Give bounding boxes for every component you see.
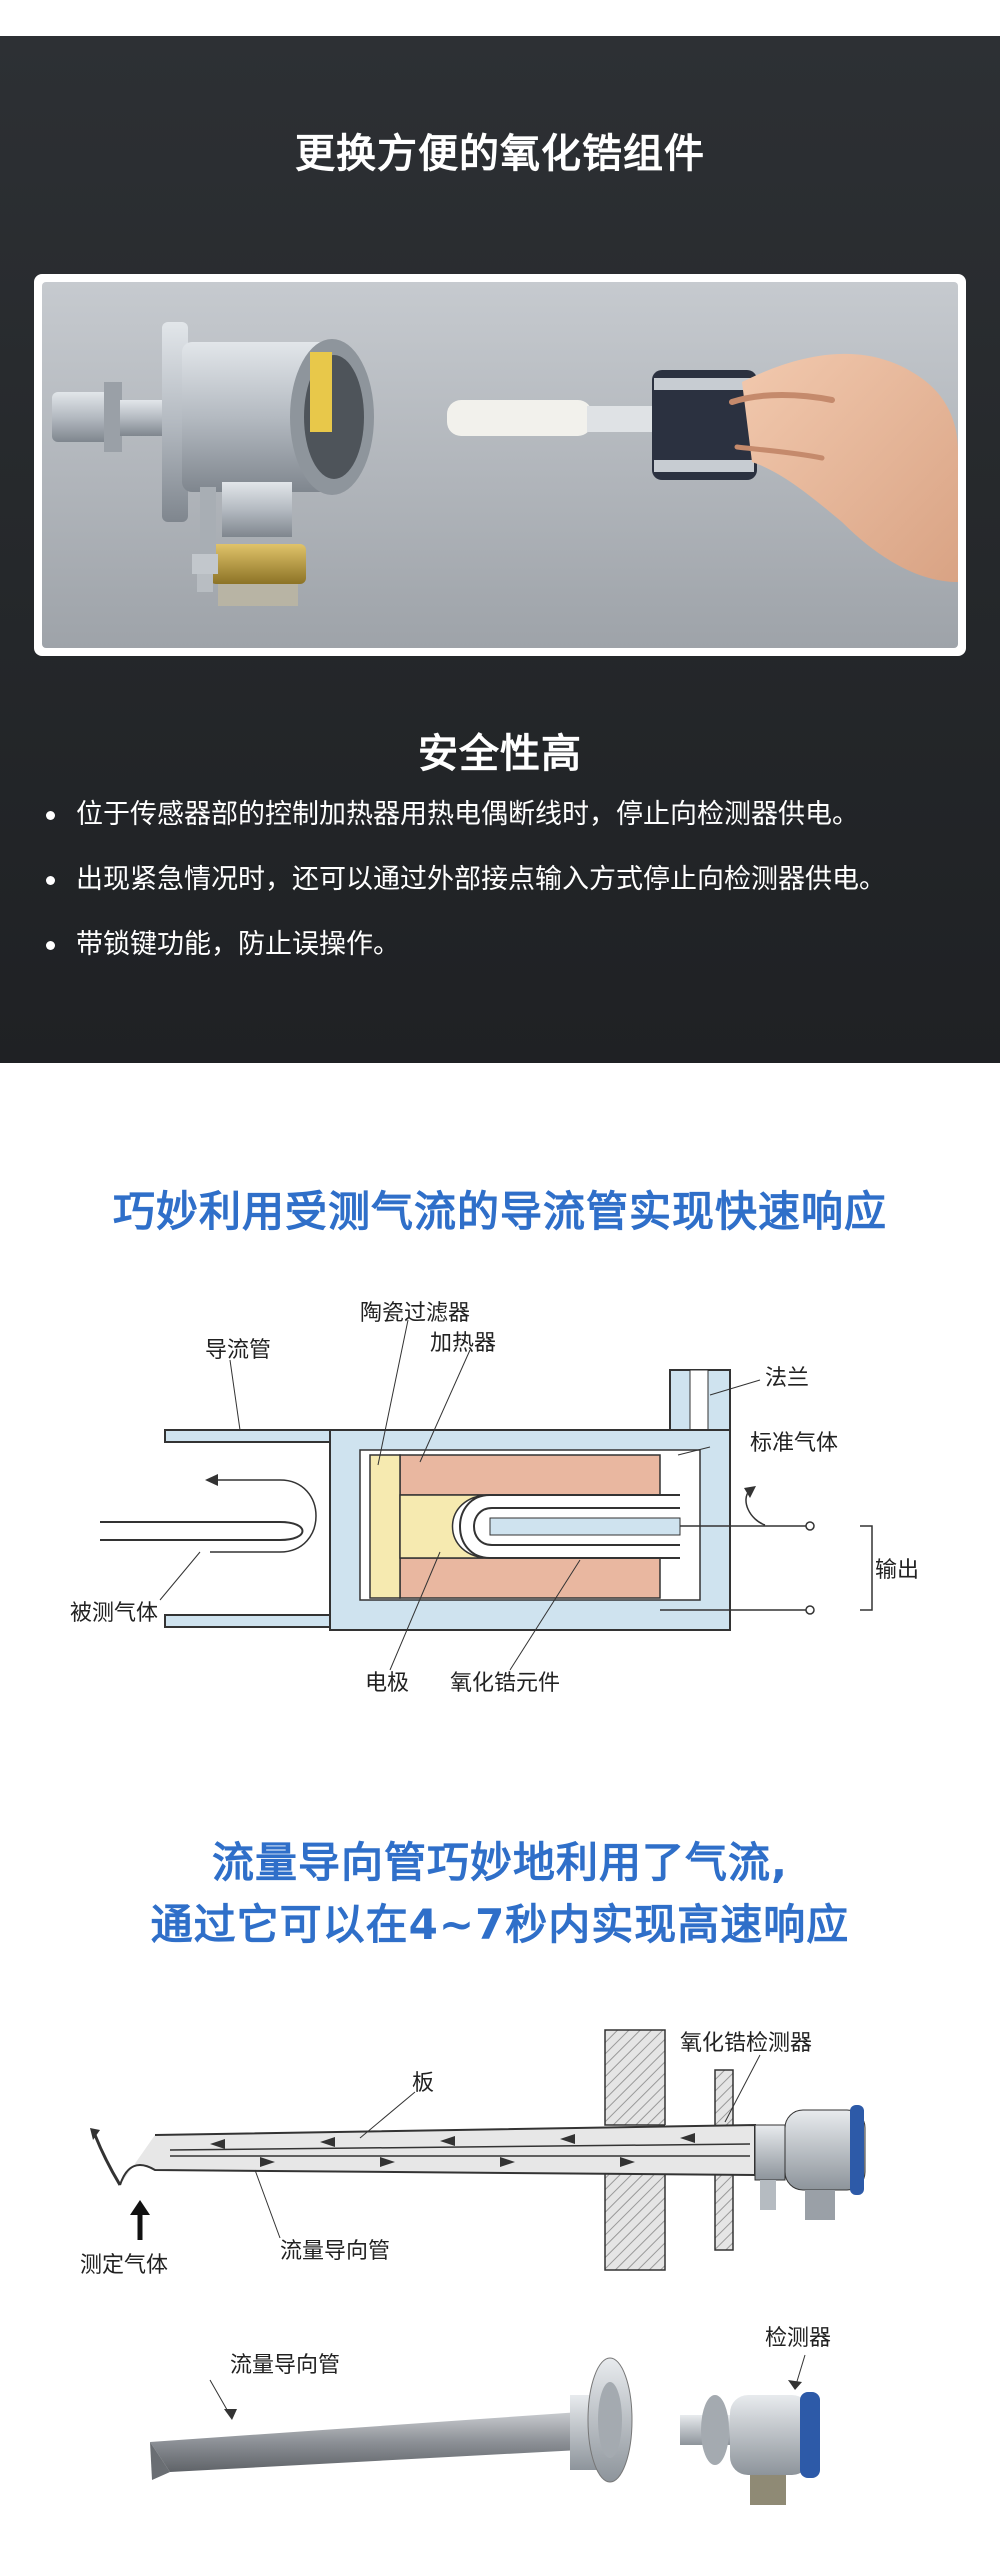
label-plate: 板 — [412, 2071, 434, 2096]
label-zirconia-element: 氧化锆元件 — [450, 1671, 560, 1696]
label-flow-guide-tube-photo: 流量导向管 — [230, 2353, 340, 2378]
product-photo-frame — [34, 274, 966, 656]
section-title-high-safety: 安全性高 — [418, 731, 582, 777]
label-ceramic-filter: 陶瓷过滤器 — [360, 1301, 470, 1326]
label-detector: 检测器 — [765, 2326, 831, 2351]
bullet-dot — [46, 811, 55, 820]
safety-bullet-list: 位于传感器部的控制加热器用热电偶断线时，停止向检测器供电。 出现紧急情况时，还可… — [40, 800, 980, 995]
label-measured-gas: 被测气体 — [70, 1601, 158, 1626]
label-heater: 加热器 — [430, 1331, 496, 1356]
list-item: 带锁键功能，防止误操作。 — [40, 930, 980, 960]
flow-guide-diagram: 氧化锆检测器 板 流量导向管 测定气体 流量导向管 检测器 — [80, 2029, 866, 2505]
label-reference-gas: 标准气体 — [750, 1431, 838, 1456]
flow-tube-diagram: 陶瓷过滤器 加热器 导流管 法兰 标准气体 输出 被测气体 电极 氧化锆元件 — [70, 1301, 919, 1696]
top-margin — [0, 0, 1000, 36]
label-flow-guide-tube: 流量导向管 — [280, 2239, 390, 2264]
bullet-text: 位于传感器部的控制加热器用热电偶断线时，停止向检测器供电。 — [76, 799, 859, 830]
label-flow-tube: 导流管 — [205, 1338, 271, 1363]
bullet-dot — [46, 876, 55, 885]
product-photo — [42, 282, 958, 648]
section-title-high-speed: 流量导向管巧妙地利用了气流, 通过它可以在4~7秒内实现高速响应 — [0, 1832, 1000, 1956]
label-output: 输出 — [875, 1558, 919, 1583]
label-flange: 法兰 — [765, 1366, 809, 1391]
bullet-dot — [46, 941, 55, 950]
dark-feature-panel: 更换方便的氧化锆组件 — [0, 36, 1000, 1063]
title-line-1: 流量导向管巧妙地利用了气流, — [212, 1838, 788, 1887]
bullet-text: 带锁键功能，防止误操作。 — [76, 929, 400, 960]
bullet-text: 出现紧急情况时，还可以通过外部接点输入方式停止向检测器供电。 — [76, 864, 886, 895]
list-item: 出现紧急情况时，还可以通过外部接点输入方式停止向检测器供电。 — [40, 865, 980, 895]
section-title-flow-tube: 巧妙利用受测气流的导流管实现快速响应 — [112, 1187, 887, 1236]
list-item: 位于传感器部的控制加热器用热电偶断线时，停止向检测器供电。 — [40, 800, 980, 830]
section-title-replace-assembly: 更换方便的氧化锆组件 — [295, 131, 705, 177]
label-measured-gas-2: 测定气体 — [80, 2253, 168, 2278]
title-line-2: 通过它可以在4~7秒内实现高速响应 — [150, 1900, 850, 1949]
label-electrode: 电极 — [365, 1671, 409, 1696]
label-zirconia-detector: 氧化锆检测器 — [680, 2031, 812, 2056]
